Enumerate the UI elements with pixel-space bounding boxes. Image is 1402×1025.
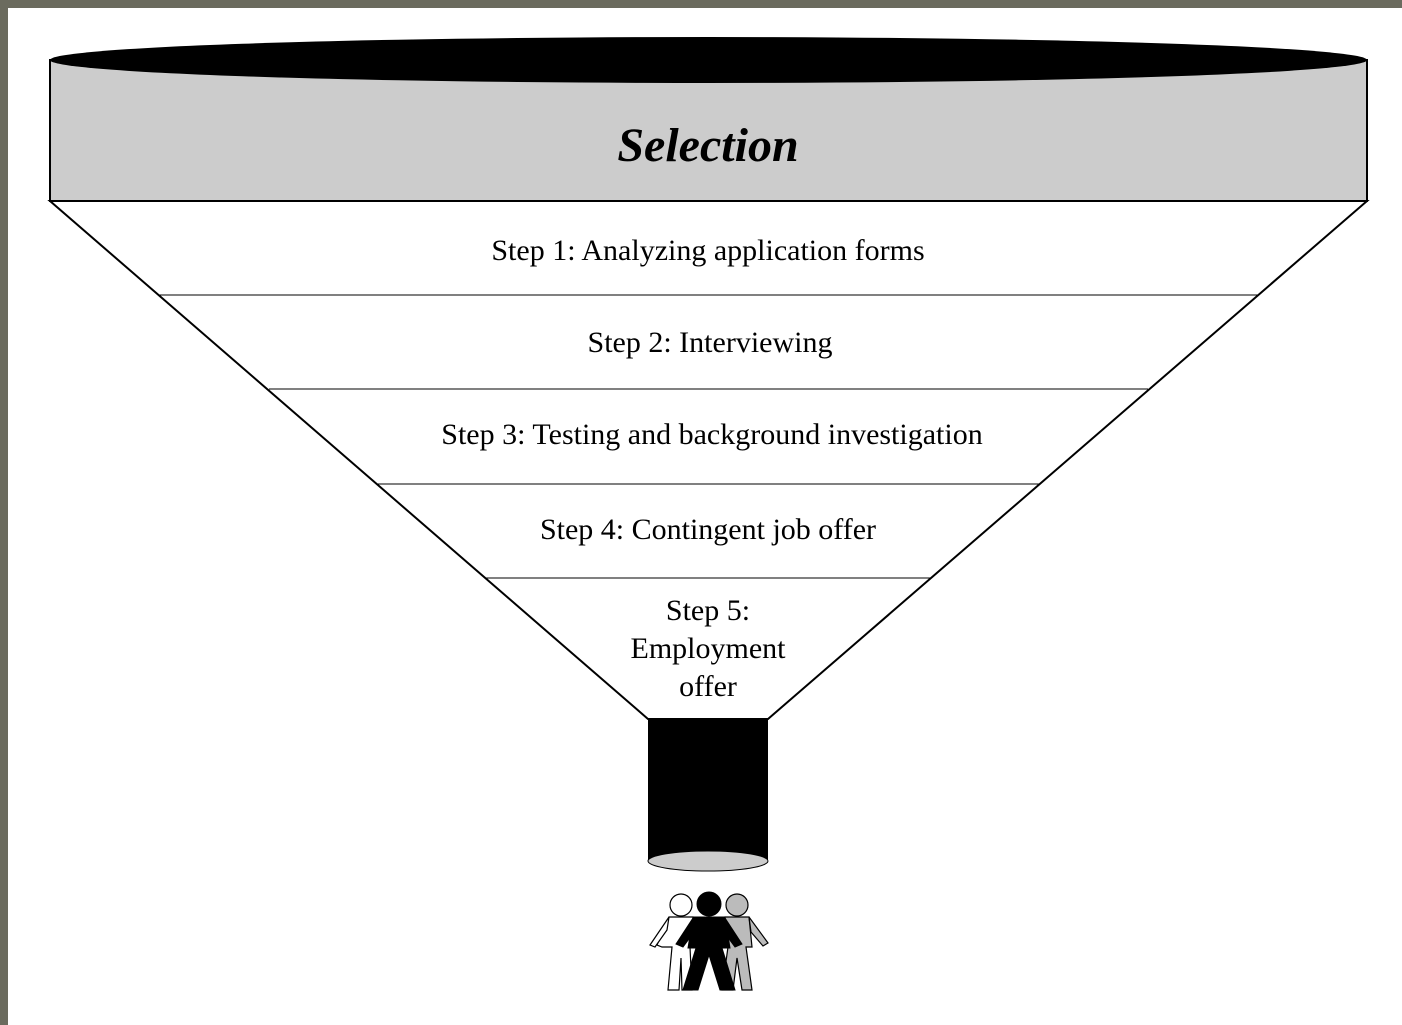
step-5-label-line-3: offer xyxy=(679,670,737,703)
step-1-label: Step 1: Analyzing application forms xyxy=(491,234,924,267)
funnel-rim-opening xyxy=(50,37,1367,83)
three-people-icon xyxy=(649,891,769,991)
funnel-title: Selection xyxy=(617,119,798,172)
step-5-label-line-1: Step 5: xyxy=(666,594,750,627)
step-4-label: Step 4: Contingent job offer xyxy=(540,513,876,546)
step-5-label-line-2: Employment xyxy=(631,632,787,665)
funnel-rim xyxy=(49,59,1368,202)
funnel-spout-outlet xyxy=(647,850,769,872)
step-2-label: Step 2: Interviewing xyxy=(588,326,833,359)
funnel-spout xyxy=(648,719,768,861)
person-black-center-icon xyxy=(675,891,743,991)
step-3-label: Step 3: Testing and background investiga… xyxy=(441,418,982,451)
